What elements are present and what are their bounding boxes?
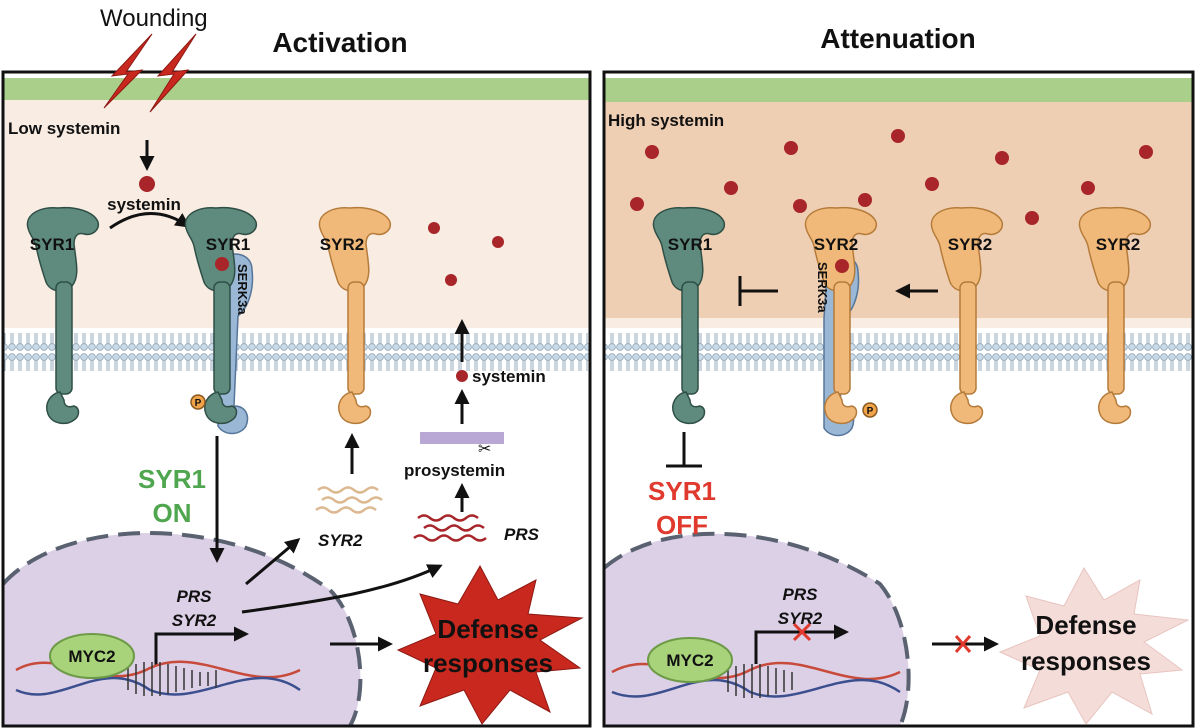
defense-label-1: Defense — [437, 614, 538, 644]
membrane-right — [604, 328, 1193, 372]
myc2-factor-right — [647, 637, 733, 683]
syr2-transcript — [315, 486, 383, 514]
serk3a-label-left: SERK3a — [235, 264, 250, 315]
wounding-label: Wounding — [100, 5, 208, 32]
prs-transcript-label: PRS — [504, 525, 540, 544]
syr1-label: SYR1 — [30, 235, 74, 254]
block-x-icon — [792, 622, 812, 642]
serk3a-label-right: SERK3a — [815, 262, 830, 313]
phospho-icon-right — [862, 402, 878, 418]
gene-prs-label: PRS — [177, 587, 213, 606]
syr1-on-label-1: SYR1 — [138, 464, 206, 494]
defense-burst-active — [396, 564, 584, 725]
prosystemin-label: prosystemin — [404, 461, 505, 480]
gene-prs-label-right: PRS — [783, 585, 819, 604]
systemin-dot — [139, 176, 155, 192]
syr1-bound-label: SYR1 — [206, 235, 250, 254]
syr2-bound-label: SYR2 — [814, 235, 858, 254]
lightning-icon — [103, 33, 197, 113]
attenuation-panel: High systemin SYR1 SYR2 SERK3a P SYR2 SY… — [602, 70, 1195, 728]
block-x-icon-2 — [954, 635, 972, 653]
defense-label-right-1: Defense — [1035, 610, 1136, 640]
syr1-on-label-2: ON — [153, 498, 192, 528]
apoplast-left — [3, 100, 590, 328]
syr1-off-label-1: SYR1 — [648, 476, 716, 506]
membrane-left — [3, 328, 590, 372]
myc2-label: MYC2 — [68, 647, 115, 666]
systemin-label-left: systemin — [107, 195, 181, 214]
phospho-icon — [190, 394, 206, 410]
systemin-label-mid: systemin — [472, 367, 546, 386]
high-systemin-label: High systemin — [608, 111, 724, 130]
defense-label-right-2: responses — [1021, 646, 1151, 676]
inhibition-symbol — [738, 276, 778, 306]
defense-label-2: responses — [423, 648, 553, 678]
bound-systemin-dot — [215, 257, 229, 271]
myc2-label-right: MYC2 — [666, 651, 713, 670]
phospho-label: P — [195, 398, 202, 409]
syr2-free-label-2: SYR2 — [1096, 235, 1140, 254]
cell-wall-left — [3, 78, 590, 100]
phospho-label-right: P — [867, 406, 874, 417]
cell-wall-right — [604, 78, 1193, 102]
myc2-factor — [49, 633, 135, 679]
syr1-inactive-label: SYR1 — [668, 235, 712, 254]
gene-syr2-label: SYR2 — [172, 611, 217, 630]
syr2-label: SYR2 — [320, 235, 364, 254]
syr2-free-label-1: SYR2 — [948, 235, 992, 254]
scissors-icon: ✂ — [478, 439, 491, 458]
defense-burst-inactive — [998, 566, 1190, 725]
syr2-transcript-label: SYR2 — [318, 531, 363, 550]
syr1-off-label-2: OFF — [656, 510, 708, 540]
gene-syr2-label-right: SYR2 — [778, 609, 823, 628]
systemin-cloud — [630, 129, 1153, 225]
low-systemin-label: Low systemin — [8, 119, 120, 138]
attenuation-title: Attenuation — [820, 23, 976, 54]
activation-title: Activation — [272, 27, 407, 58]
prs-transcript — [413, 514, 487, 542]
activation-panel: Low systemin systemin SYR1 SYR1 SERK3a P… — [1, 33, 592, 728]
prosystemin-bar — [420, 432, 504, 444]
